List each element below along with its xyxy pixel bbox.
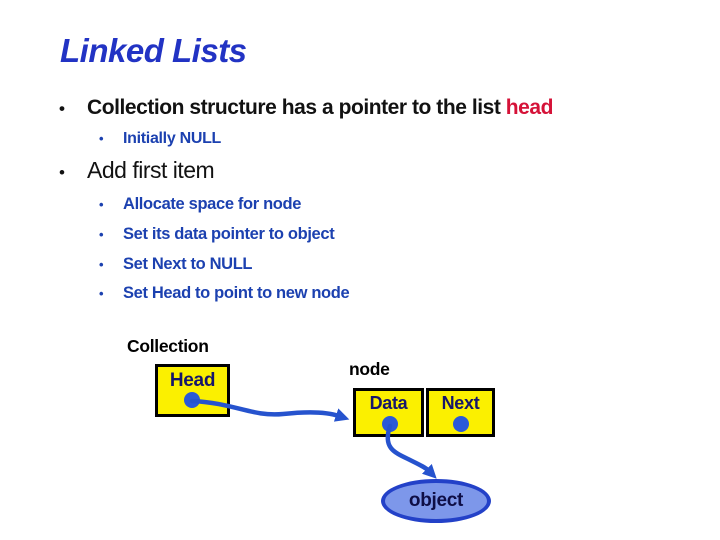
step-set-next-null: • Set Next to NULL [99, 250, 349, 280]
bullet-icon: • [59, 163, 65, 182]
bullet-text-highlight-head: head [505, 96, 554, 119]
bullet-icon: • [99, 131, 104, 146]
step-text: Allocate space for node [123, 195, 302, 213]
page-title: Linked Lists [60, 32, 247, 69]
bullet-icon: • [99, 226, 104, 242]
bullet-icon: • [99, 256, 104, 272]
step-text: Set Next to NULL [123, 254, 253, 273]
step-set-data-pointer: • Set its data pointer to object [99, 220, 349, 250]
object-ellipse: object [381, 479, 491, 523]
subbullet-initially-null: • Initially NULL [99, 130, 221, 148]
bullet-icon: • [99, 286, 104, 302]
step-text: Set its data pointer to object [123, 224, 335, 243]
add-first-item-steps: • Allocate space for node • Set its data… [99, 190, 350, 309]
subbullet-text: Initially NULL [123, 130, 222, 147]
data-box: Data [353, 388, 424, 437]
object-label: object [408, 490, 464, 511]
head-box: Head [155, 364, 230, 417]
bullet-text-main: Collection structure has a pointer to th… [87, 96, 506, 119]
step-text: Set Head to point to new node [123, 284, 350, 303]
step-allocate-space: • Allocate space for node [99, 190, 349, 220]
node-label: node [349, 359, 390, 379]
collection-label: Collection [127, 336, 209, 356]
next-box: Next [426, 388, 495, 437]
bullet-text: Collection structure has a pointer to th… [87, 96, 553, 120]
bullet-text: Add first item [87, 157, 215, 183]
step-set-head-point: • Set Head to point to new node [99, 279, 350, 309]
bullet-collection-structure: • Collection structure has a pointer to … [59, 96, 553, 120]
bullet-add-first-item: • Add first item [59, 157, 215, 184]
bullet-icon: • [99, 197, 104, 212]
bullet-icon: • [59, 99, 65, 118]
